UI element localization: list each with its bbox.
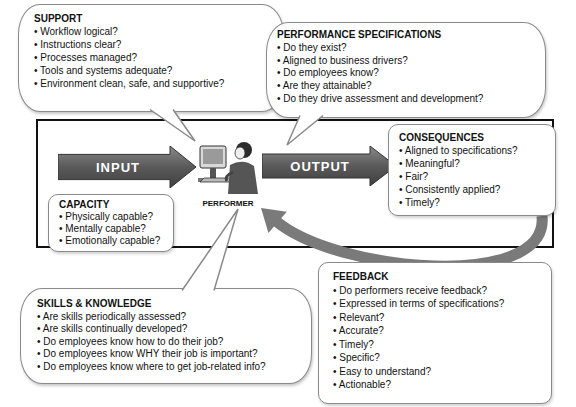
- question-item: • Accurate?: [333, 324, 545, 338]
- bubble-tail: [150, 110, 195, 142]
- input-arrow: INPUT: [58, 146, 196, 188]
- person-hair: [236, 142, 252, 158]
- monitor-stand: [210, 168, 216, 178]
- question-item: • Expressed in terms of specifications?: [333, 297, 545, 311]
- question-item: • Mentally capable?: [59, 223, 167, 235]
- question-item: • Physically capable?: [59, 211, 167, 223]
- question-item: • Easy to understand?: [333, 365, 545, 379]
- question-item: • Meaningful?: [399, 157, 549, 170]
- rounded-box: FEEDBACK• Do performers receive feedback…: [318, 262, 552, 404]
- speech-bubble: PERFORMANCE SPECIFICATIONS• Do they exis…: [266, 22, 546, 118]
- arrow-label: OUTPUT: [262, 146, 378, 186]
- question-item: • Actionable?: [333, 378, 545, 392]
- performer-label: PERFORMER: [185, 199, 271, 208]
- bubble-tail-fill: [150, 110, 195, 142]
- performer-figure: PERFORMER: [195, 138, 261, 208]
- question-item: • Emotionally capable?: [59, 235, 167, 247]
- monitor-screen: [203, 149, 223, 164]
- question-item: • Timely?: [333, 338, 545, 352]
- question-item: • Do they exist?: [277, 42, 537, 55]
- arrow-head: [261, 208, 287, 233]
- speech-bubble: SUPPORT• Workflow logical?• Instructions…: [18, 4, 284, 112]
- question-item: • Are they attainable?: [277, 80, 537, 93]
- question-item: • Do employees know where to get job-rel…: [37, 361, 303, 374]
- question-item: • Workflow logical?: [34, 25, 275, 38]
- question-item: • Do employees know WHY their job is imp…: [37, 348, 303, 361]
- person-face: [235, 147, 245, 159]
- box-heading: PERFORMANCE SPECIFICATIONS: [277, 29, 537, 42]
- question-item: • Environment clean, safe, and supportiv…: [34, 77, 275, 90]
- box-heading: FEEDBACK: [333, 270, 545, 284]
- arrow-body: [58, 146, 196, 188]
- monitor: [200, 146, 226, 168]
- bubble-tail: [182, 209, 238, 291]
- question-item: • Relevant?: [333, 311, 545, 325]
- question-item: • Do they drive assessment and developme…: [277, 93, 537, 106]
- question-item: • Are skills periodically assessed?: [37, 311, 303, 324]
- question-item: • Aligned to business drivers?: [277, 55, 537, 68]
- box-heading: SUPPORT: [34, 12, 275, 25]
- question-item: • Do employees know how to do their job?: [37, 336, 303, 349]
- bubble-tail: [287, 116, 323, 146]
- question-item: • Do performers receive feedback?: [333, 284, 545, 298]
- box-heading: SKILLS & KNOWLEDGE: [37, 298, 303, 311]
- rounded-box: CONSEQUENCES• Aligned to specifications?…: [388, 124, 556, 216]
- question-item: • Timely?: [399, 196, 549, 209]
- feedback-loop-arrow: [261, 208, 542, 266]
- question-item: • Processes managed?: [34, 51, 275, 64]
- speech-bubble: SKILLS & KNOWLEDGE• Are skills periodica…: [20, 288, 312, 384]
- question-item: • Tools and systems adequate?: [34, 64, 275, 77]
- bubble-tail-fill: [182, 209, 238, 291]
- arrow-body: [262, 146, 396, 186]
- performer-illustration: [198, 142, 258, 194]
- question-item: • Aligned to specifications?: [399, 144, 549, 157]
- question-item: • Fair?: [399, 170, 549, 183]
- loop-curve: [275, 216, 543, 266]
- arrow-label: INPUT: [58, 146, 178, 188]
- box-heading: CONSEQUENCES: [399, 131, 549, 144]
- person-body: [228, 162, 258, 194]
- bubble-tail-fill: [287, 116, 323, 146]
- question-item: • Are skills continually developed?: [37, 323, 303, 336]
- question-item: • Instructions clear?: [34, 38, 275, 51]
- question-item: • Do employees know?: [277, 67, 537, 80]
- output-arrow: OUTPUT: [262, 146, 396, 186]
- rounded-box: CAPACITY• Physically capable?• Mentally …: [48, 194, 174, 252]
- question-item: • Specific?: [333, 351, 545, 365]
- box-heading: CAPACITY: [59, 199, 167, 211]
- person-arm: [226, 172, 233, 181]
- question-item: • Consistently applied?: [399, 183, 549, 196]
